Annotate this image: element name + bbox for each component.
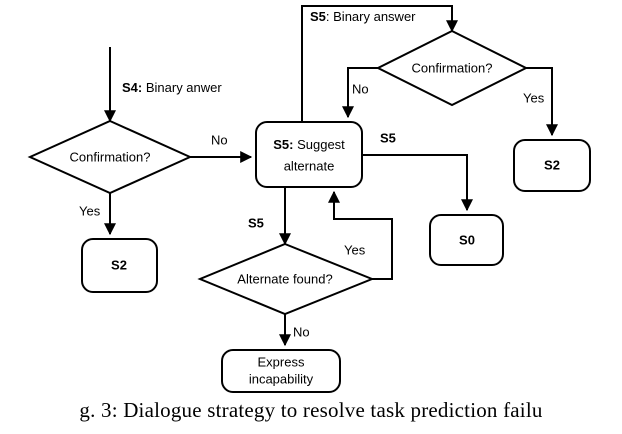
alternate-found-label: Alternate found? xyxy=(237,271,332,286)
node-s2-left[interactable]: S2 xyxy=(81,238,158,293)
alternate-found-diamond-shape xyxy=(197,242,375,316)
suggest-alternate-box-shape xyxy=(255,121,363,188)
node-suggest-alternate[interactable]: S5: Suggest alternate xyxy=(255,121,363,188)
s0-label: S0 xyxy=(459,232,475,247)
confirmation-top-right-label: Confirmation? xyxy=(412,60,493,75)
suggest-alternate-label-line2: alternate xyxy=(284,158,335,173)
suggest-alternate-word1: Suggest xyxy=(297,137,345,152)
edge-confirmation-top-right-yes xyxy=(526,67,558,137)
edge-alternate-found-yes xyxy=(328,190,393,280)
edge-label-confirmation-left-no: No xyxy=(211,132,228,147)
edge-label-confirmation-top-right-yes: Yes xyxy=(523,90,545,105)
edge-label-alternate-found-no: No xyxy=(293,324,310,339)
suggest-alternate-prefix: S5: xyxy=(273,137,293,152)
edge-label-s5-prefix: S5 xyxy=(310,9,326,24)
edge-label-confirmation-top-right-no: No xyxy=(352,81,369,96)
edge-s5-to-s0 xyxy=(362,154,473,212)
confirmation-top-right-diamond-shape xyxy=(375,29,529,107)
express-incapability-label-line2: incapability xyxy=(249,371,314,386)
node-express-incapability[interactable]: Express incapability xyxy=(221,349,341,393)
s2-left-box-shape xyxy=(81,238,158,293)
edge-label-s4-rest: Binary anwer xyxy=(142,80,222,95)
edge-label-s4-binary-answer: S4: Binary anwer xyxy=(122,80,222,95)
s2-right-box-shape xyxy=(513,139,591,192)
edge-label-alternate-found-yes: Yes xyxy=(344,242,366,257)
node-confirmation-top-right[interactable]: Confirmation? xyxy=(375,29,529,107)
node-s2-right[interactable]: S2 xyxy=(513,139,591,192)
edge-label-confirmation-left-yes: Yes xyxy=(79,203,101,218)
express-incapability-label-line1: Express xyxy=(258,354,305,369)
edge-s5-to-confirmation-top-right xyxy=(301,5,458,122)
edge-label-s5-to-s0: S5 xyxy=(380,130,396,145)
edge-label-s5-to-alternate-found: S5 xyxy=(248,215,264,230)
s2-left-label: S2 xyxy=(111,257,127,272)
s2-right-label: S2 xyxy=(544,157,560,172)
figure-caption: g. 3: Dialogue strategy to resolve task … xyxy=(79,398,543,422)
s0-box-shape xyxy=(429,214,504,266)
node-alternate-found[interactable]: Alternate found? xyxy=(197,242,375,316)
edge-label-s5-binary-answer: S5: Binary answer xyxy=(310,9,416,24)
edge-label-s4-prefix: S4: xyxy=(122,80,142,95)
express-incapability-box-shape xyxy=(221,349,341,393)
confirmation-left-label: Confirmation? xyxy=(70,149,151,164)
edge-confirmation-top-right-no xyxy=(342,67,378,119)
suggest-alternate-label-line1: S5: Suggest xyxy=(273,137,345,152)
node-confirmation-left[interactable]: Confirmation? xyxy=(27,119,193,195)
edge-label-s5-rest: : Binary answer xyxy=(326,9,416,24)
node-s0[interactable]: S0 xyxy=(429,214,504,266)
confirmation-left-diamond-shape xyxy=(27,119,193,195)
